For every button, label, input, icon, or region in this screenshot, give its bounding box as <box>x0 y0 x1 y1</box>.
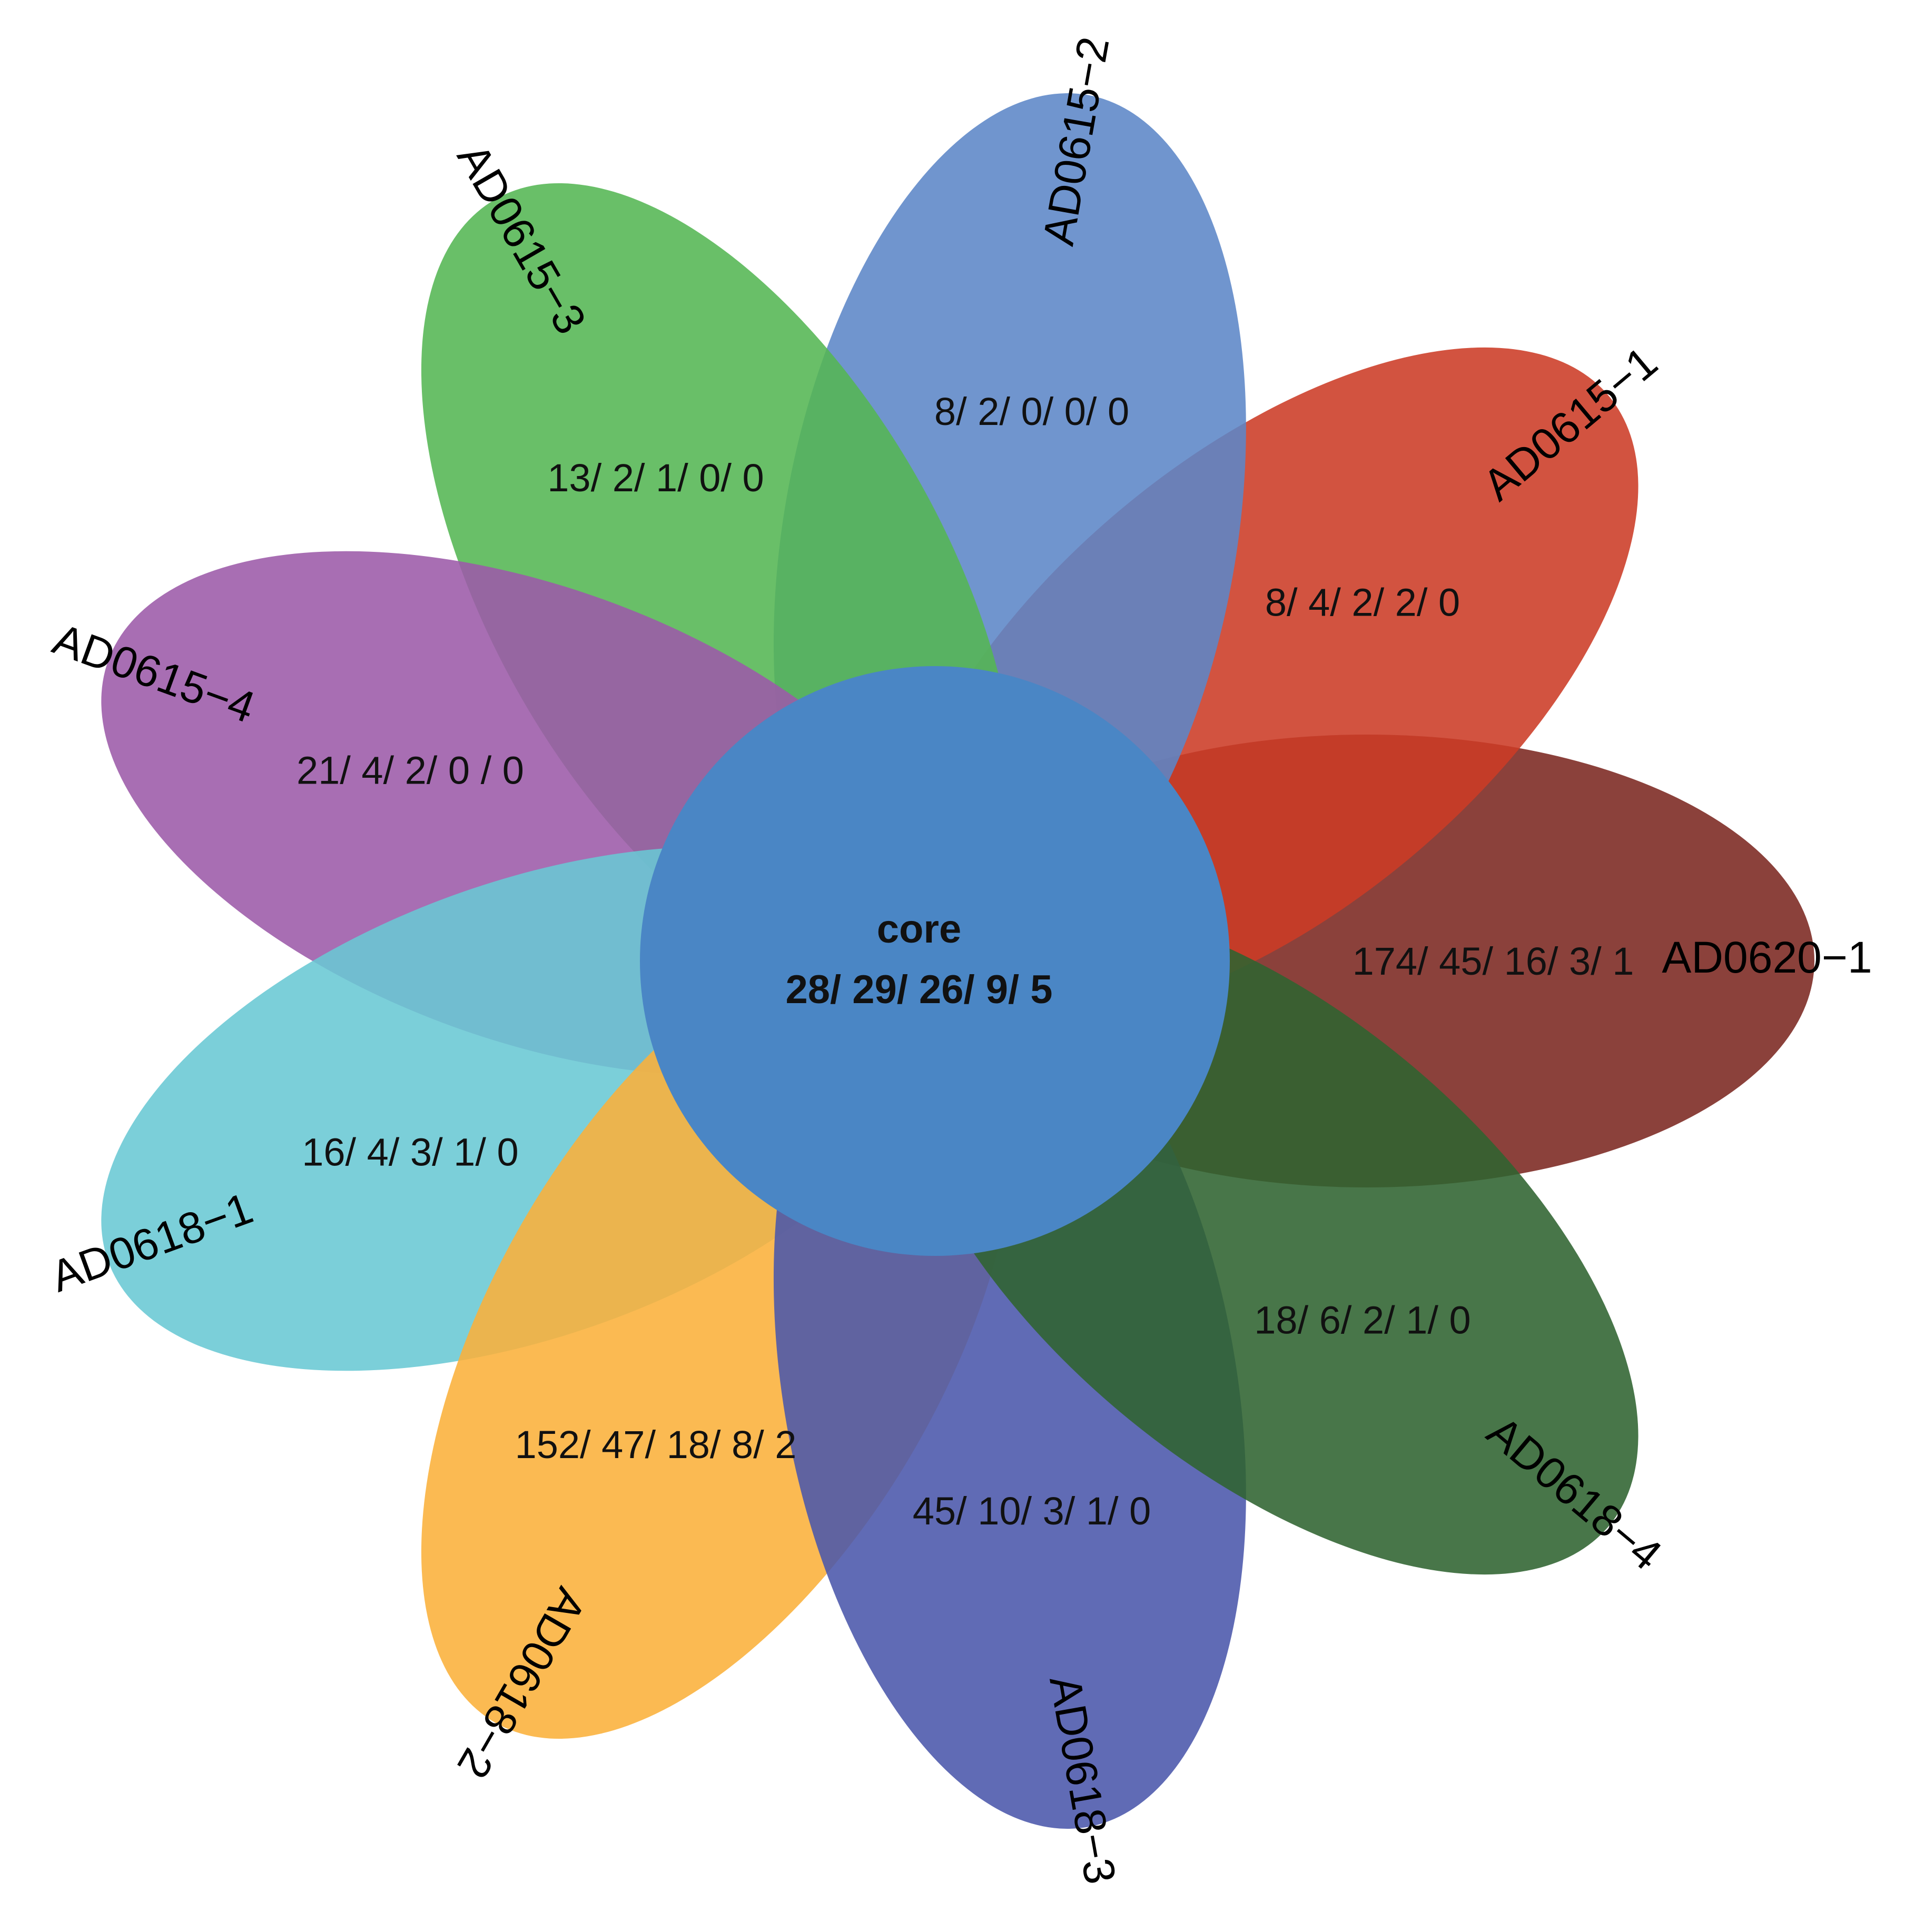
core-counts: 28/ 29/ 26/ 9/ 5 <box>785 967 1052 1012</box>
petal-count-5: 16/ 4/ 3/ 1/ 0 <box>302 1131 518 1174</box>
petal-count-7: 45/ 10/ 3/ 1/ 0 <box>913 1489 1151 1533</box>
counts-layer: 174/ 45/ 16/ 3/ 1 8/ 4/ 2/ 2/ 0 8/ 2/ 0/ 0… <box>297 390 1634 1533</box>
petal-count-1: 8/ 4/ 2/ 2/ 0 <box>1265 581 1460 625</box>
petal-count-0: 174/ 45/ 16/ 3/ 1 <box>1353 939 1634 983</box>
petal-count-2: 8/ 2/ 0/ 0/ 0 <box>934 390 1129 433</box>
petal-count-6: 152/ 47/ 18/ 8/ 2 <box>515 1423 797 1467</box>
petal-count-4: 21/ 4/ 2/ 0 / 0 <box>297 748 524 792</box>
petal-count-3: 13/ 2/ 1/ 0/ 0 <box>547 456 764 500</box>
petal-count-8: 18/ 6/ 2/ 1/ 0 <box>1254 1298 1470 1342</box>
core-circle <box>640 666 1230 1256</box>
petal-label-0: AD0620−1 <box>1662 933 1872 982</box>
core-title: core <box>877 907 962 952</box>
